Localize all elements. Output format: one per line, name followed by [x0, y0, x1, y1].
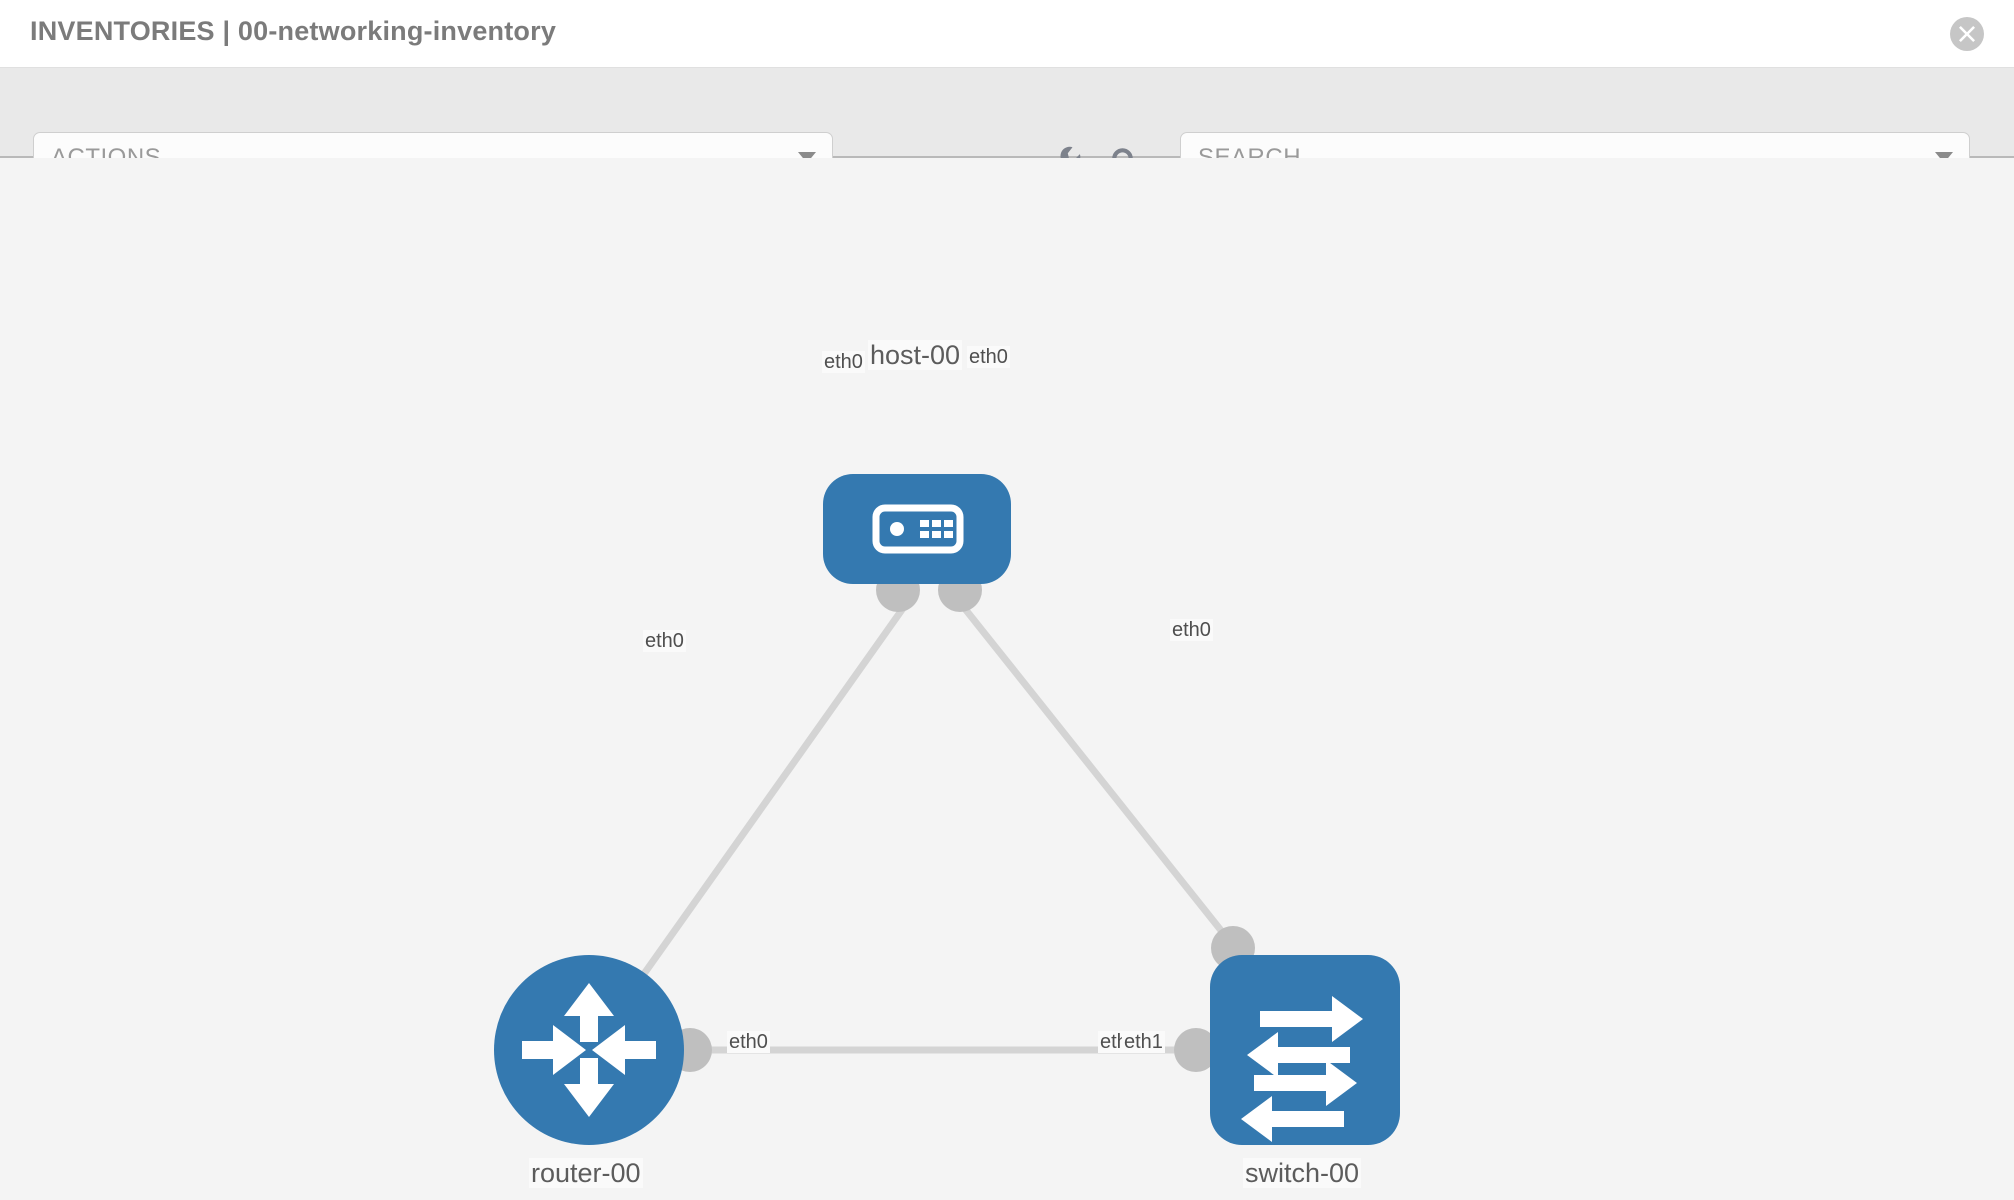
node-label-router-00: router-00 [529, 1158, 643, 1189]
chevron-down-icon [798, 152, 816, 163]
iface-label-host-left: eth0 [822, 351, 865, 374]
router-arrows-icon [522, 983, 656, 1117]
port-switch-eth1-left [1174, 1028, 1218, 1072]
chevron-down-icon [1935, 152, 1953, 163]
node-host-00-shape [823, 474, 1011, 584]
node-label-host-00: host-00 [868, 340, 963, 371]
node-router-00 [494, 955, 684, 1145]
topology-graph [494, 474, 1400, 1145]
node-switch-00 [1210, 955, 1400, 1145]
node-host-00 [823, 474, 1011, 584]
iface-label-host-right: eth0 [967, 346, 1010, 369]
topology-canvas[interactable]: eth0 eth0 eth0 eth0 eth0 eth0 eth1 host-… [0, 158, 2014, 1200]
close-icon[interactable] [1950, 17, 1984, 51]
node-label-switch-00: switch-00 [1243, 1158, 1362, 1189]
page-title: INVENTORIES | 00-networking-inventory [30, 16, 557, 46]
switch-arrows-icon [1241, 996, 1363, 1142]
iface-label-router-up: eth0 [643, 630, 686, 653]
link-layer [597, 587, 1238, 1054]
iface-label-switch-left-front: eth1 [1122, 1031, 1165, 1054]
iface-label-switch-up: eth0 [1170, 619, 1213, 642]
iface-label-router-right: eth0 [727, 1031, 770, 1054]
node-router-00-shape [494, 955, 684, 1145]
toolbar: ACTIONS SEARCH [0, 68, 2014, 183]
link-host-router [597, 587, 919, 1039]
window-header: INVENTORIES | 00-networking-inventory [0, 0, 2014, 68]
link-host-switch [947, 587, 1238, 951]
server-icon [872, 504, 964, 554]
